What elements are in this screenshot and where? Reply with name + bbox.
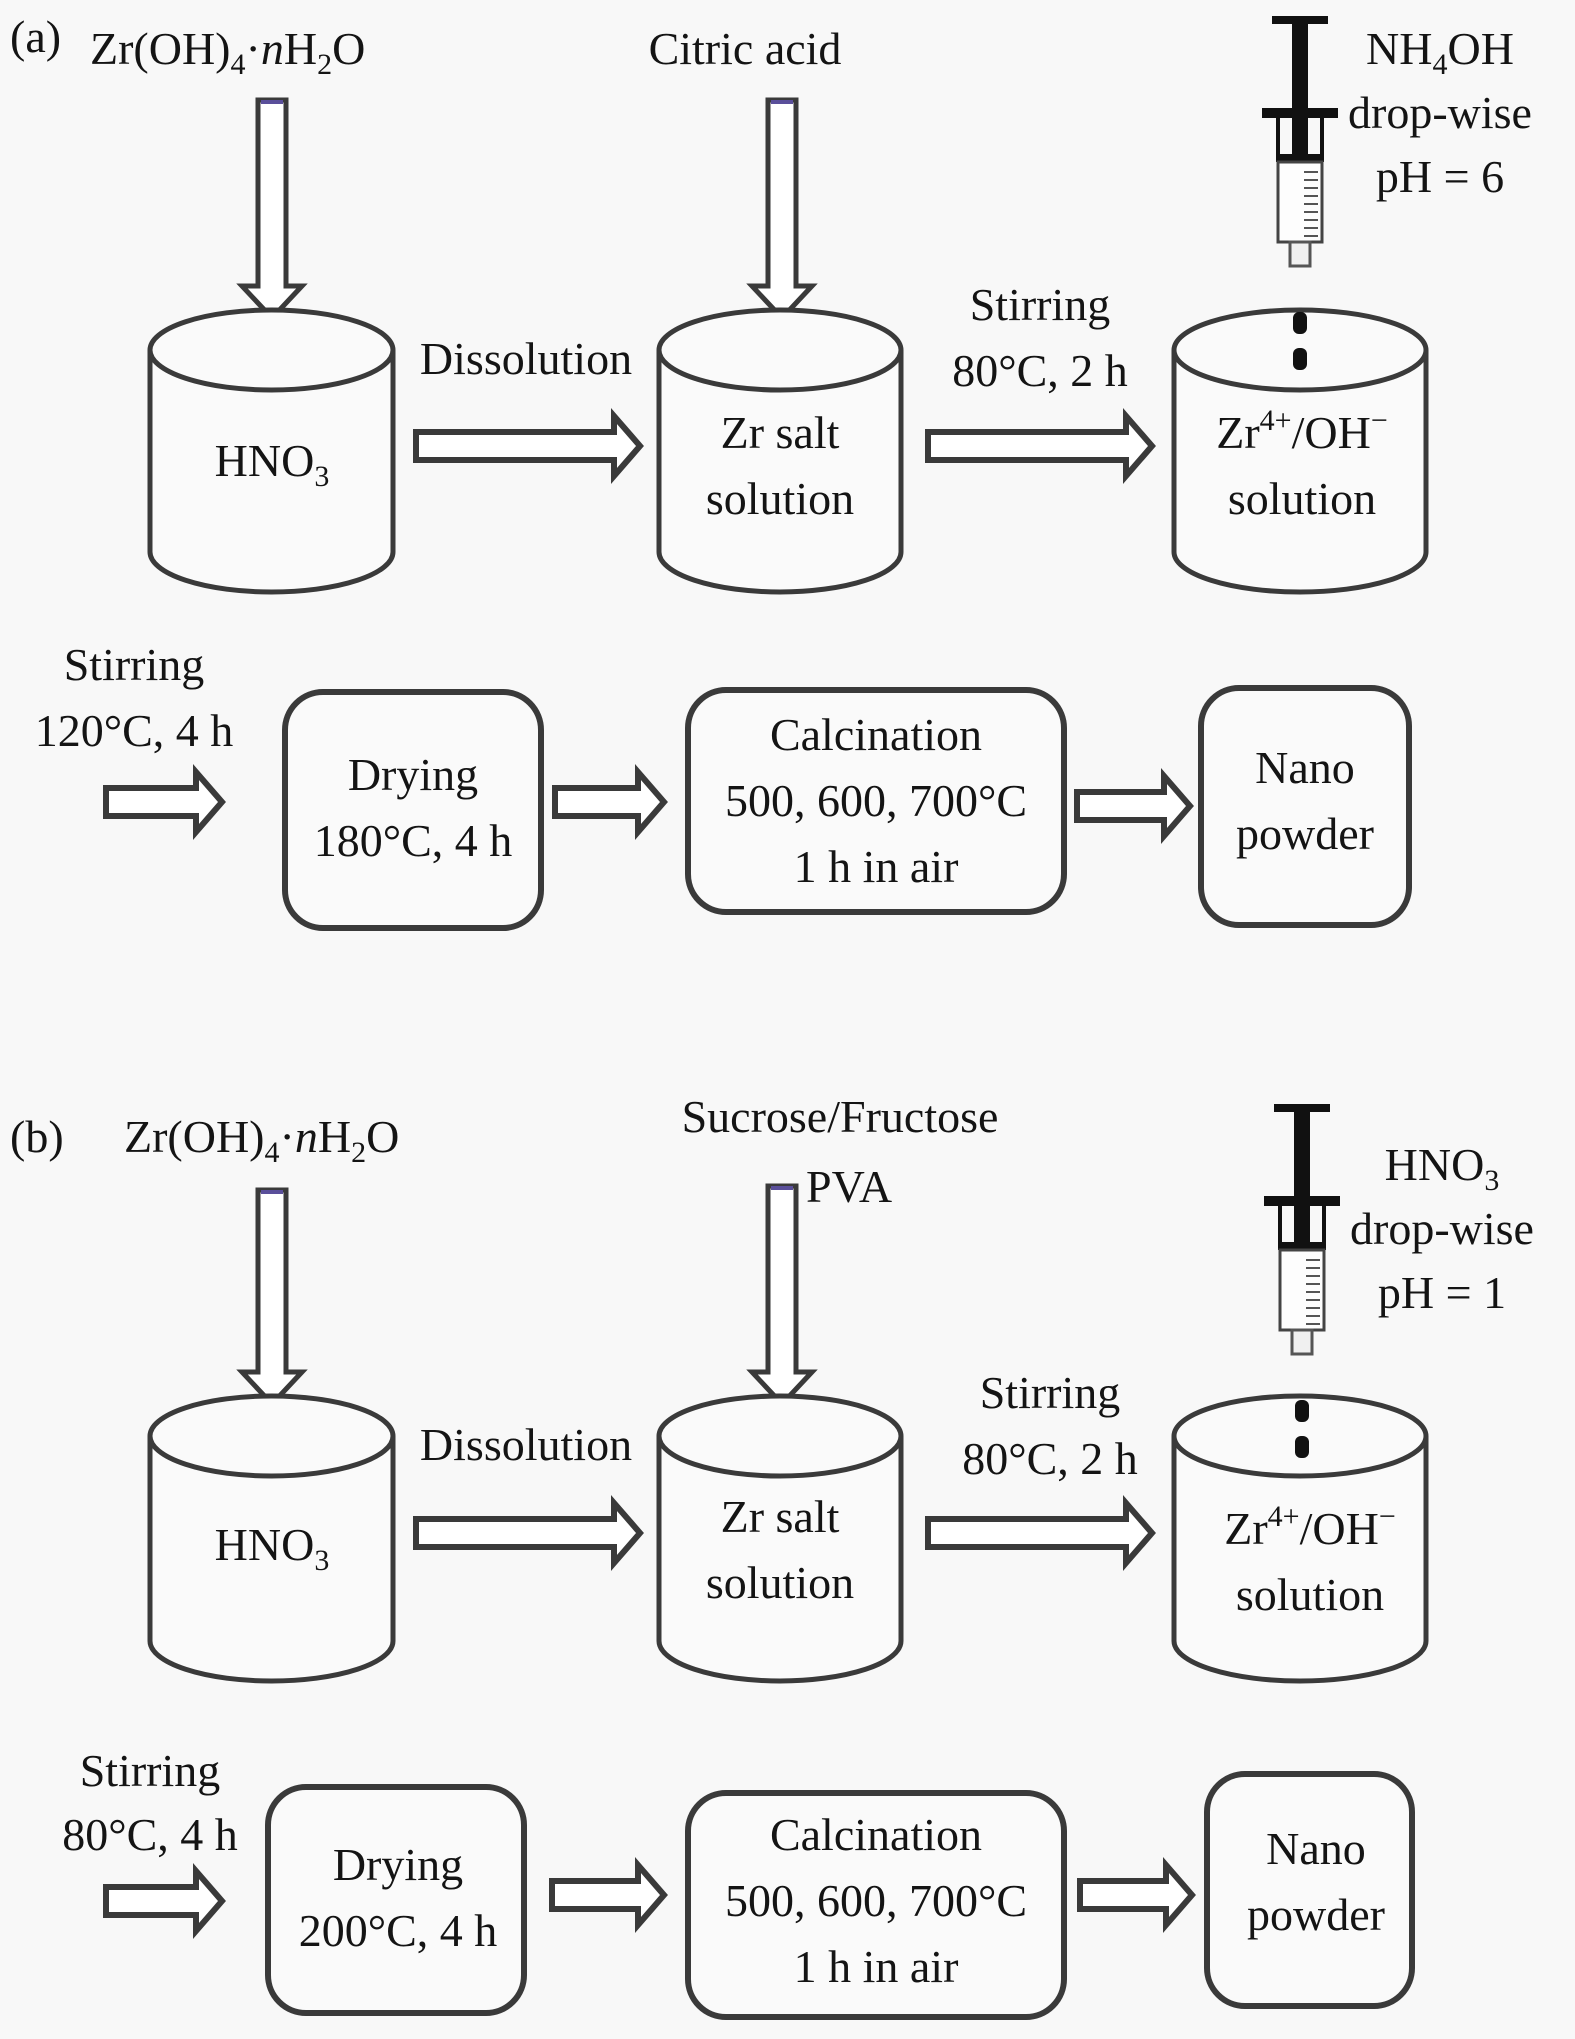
panel-a-additive-label: Citric acid	[648, 23, 842, 74]
panel-b-syringe-barrel	[1278, 1248, 1326, 1332]
panel-b-step2-label: Stirring 80°C, 2 h	[962, 1367, 1138, 1484]
panel-a-vessel1-label: HNO3	[214, 435, 330, 493]
panel-b-syringe-needle-hub	[1290, 1328, 1314, 1356]
panel-a-step3-arrow	[103, 763, 226, 841]
panel-a-drying-label: Drying 180°C, 4 h	[313, 749, 513, 866]
panel-b-vessel3-body	[1171, 1436, 1429, 1684]
panel-b-dissolution-arrow	[413, 1494, 644, 1572]
panel-b-vessel2-label: Zr salt solution	[705, 1491, 855, 1608]
panel-b-syringe-stopper	[1278, 1242, 1326, 1250]
panel-a-vessel2-rim	[656, 307, 904, 393]
panel-b-product-box	[1204, 1771, 1415, 2009]
panel-a-syringe-stopper	[1276, 154, 1324, 162]
panel-b-calcination-box	[685, 1790, 1067, 2020]
panel-b-additive-arrow	[746, 1183, 818, 1408]
panel-a-syringe-drop	[1293, 348, 1307, 370]
panel-a-step2-label: Stirring 80°C, 2 h	[952, 279, 1128, 396]
panel-a-calcination-box	[685, 687, 1067, 915]
panel-b-vessel3	[1171, 1393, 1429, 1684]
panel-a-precursor-arrow	[236, 97, 308, 322]
panel-a-syringe-barrel	[1276, 160, 1324, 244]
panel-b-drying-label: Drying 200°C, 4 h	[298, 1839, 498, 1956]
panel-a-calcination-arrow	[1074, 767, 1194, 845]
panel-a-step1-label: Dissolution	[419, 333, 633, 384]
panel-b-stirring-arrow	[925, 1494, 1156, 1572]
panel-a-product-box	[1198, 685, 1412, 928]
panel-b-step3-arrow	[103, 1862, 226, 1940]
panel-b-vessel1-label: HNO3	[214, 1519, 330, 1577]
panel-b-drying-box	[265, 1784, 527, 2016]
panel-b-vessel1-rim	[147, 1393, 396, 1479]
panel-b-step3-label: Stirring 80°C, 4 h	[62, 1745, 238, 1860]
panel-a-syringe-drop	[1293, 312, 1307, 334]
panel-b-vessel2-body	[656, 1436, 904, 1684]
panel-a-vessel1-rim	[147, 307, 396, 393]
panel-b-vessel1	[147, 1393, 396, 1684]
panel-a-step3-label: Stirring 120°C, 4 h	[34, 639, 234, 756]
panel-a-syringe-flange	[1262, 108, 1338, 118]
panel-b-syringe-flange	[1264, 1196, 1340, 1206]
panel-a-stirring-arrow	[925, 407, 1156, 485]
panel-a-vessel1-body	[147, 350, 396, 595]
panel-a-precursor-label: Zr(OH)4·nH2O	[90, 23, 366, 81]
panel-a-dissolution-arrow	[413, 407, 644, 485]
panel-a-reagent-label: NH4OH drop-wise pH = 6	[1348, 23, 1532, 202]
panel-a-drying-arrow	[552, 763, 668, 841]
panel-a-vessel1	[147, 307, 396, 595]
panel-b-syringe-plunger-rod	[1294, 1104, 1310, 1244]
panel-b-reagent-label: HNO3 drop-wise pH = 1	[1350, 1139, 1534, 1318]
panel-b-precursor-arrow	[236, 1187, 308, 1408]
panel-a-product-label: Nano powder	[1236, 742, 1374, 859]
panel-a-tag: (a)	[10, 11, 62, 62]
panel-b-calcination-label: Calcination 500, 600, 700°C 1 h in air	[724, 1809, 1028, 1992]
panel-b-additive-label: Sucrose/Fructose	[681, 1091, 999, 1142]
panel-b-vessel2-rim	[656, 1393, 904, 1479]
panel-b-vessel2	[656, 1393, 904, 1684]
panel-b-calcination-arrow	[1077, 1856, 1196, 1934]
panel-b-drying-arrow	[549, 1856, 668, 1934]
panel-b-product-label: Nano powder	[1247, 1823, 1385, 1940]
panel-a-vessel3-label: Zr4+/OH− solution	[1216, 404, 1388, 524]
panel-a-vessel2-body	[656, 350, 904, 595]
panel-a-vessel3-body	[1171, 350, 1429, 595]
panel-b-additive-label-2: PVA	[806, 1161, 893, 1212]
panel-a-drying-box	[282, 689, 544, 931]
panel-b-vessel3-rim	[1171, 1393, 1429, 1479]
panel-b-step1-label: Dissolution	[419, 1419, 633, 1470]
panel-a-calcination-label: Calcination 500, 600, 700°C 1 h in air	[724, 709, 1028, 892]
panel-b-vessel1-body	[147, 1436, 396, 1684]
panel-a-vessel2	[656, 307, 904, 595]
panel-a-vessel2-label: Zr salt solution	[705, 407, 855, 524]
panel-b-tag: (b)	[10, 1111, 64, 1162]
panel-b-syringe-drop	[1295, 1400, 1309, 1422]
panel-a-syringe-plunger-rod	[1292, 16, 1308, 156]
panel-b-precursor-label: Zr(OH)4·nH2O	[124, 1111, 400, 1169]
panel-b-vessel3-label: Zr4+/OH− solution	[1224, 1500, 1396, 1620]
panel-b-syringe-drop	[1295, 1436, 1309, 1458]
panel-a-additive-arrow	[746, 97, 818, 322]
panel-a-syringe-needle-hub	[1288, 240, 1312, 268]
